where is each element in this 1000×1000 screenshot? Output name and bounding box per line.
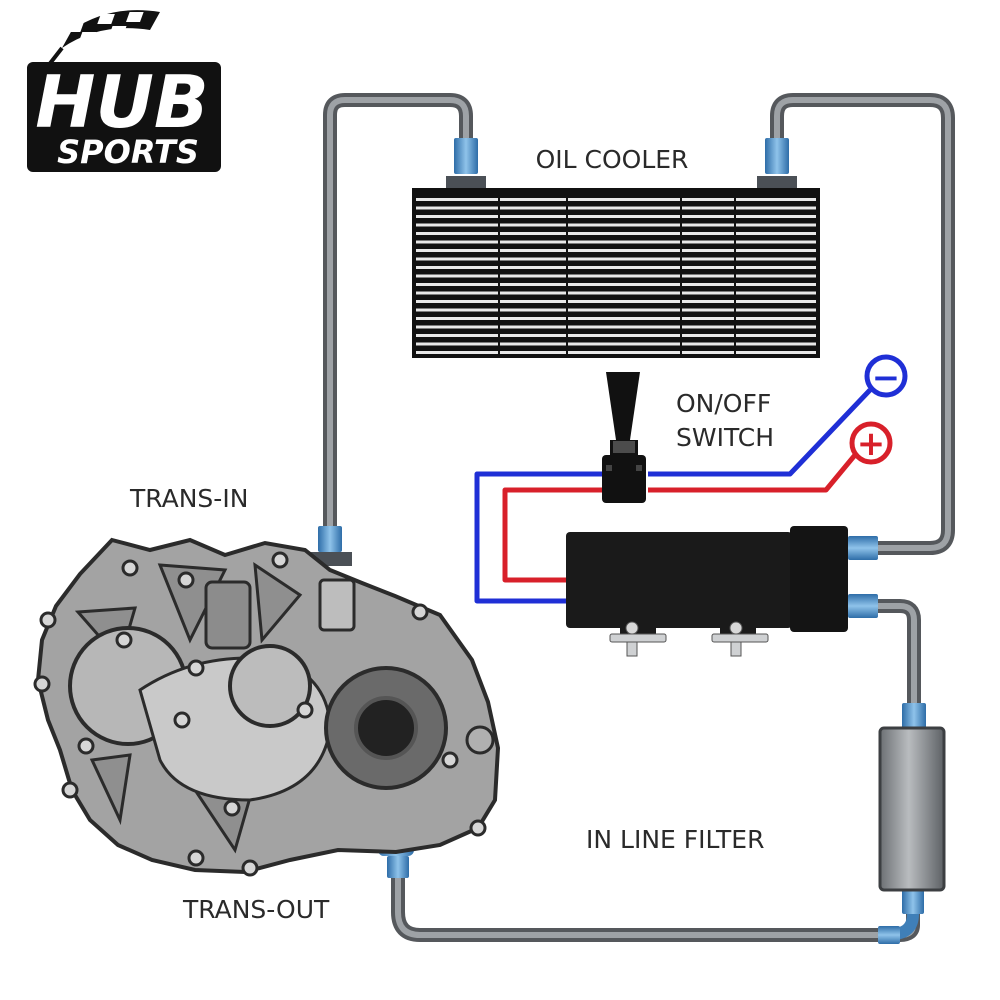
cooler-inlet-fitting [446, 138, 486, 190]
trans-in-label: TRANS-IN [129, 484, 248, 513]
cooler-fin [416, 274, 816, 278]
on-off-switch [602, 372, 646, 503]
filter-bottom-fitting [878, 888, 924, 944]
cooler-fin [416, 266, 816, 269]
cooler-fin [416, 317, 816, 320]
cooler-fin [416, 215, 816, 218]
block-upper-fitting [848, 536, 878, 560]
cooler-fin [416, 342, 816, 346]
cooler-fin [416, 351, 816, 354]
transmission-housing [33, 537, 501, 877]
cooler-outlet-fitting [757, 138, 797, 190]
negative-wire [474, 388, 872, 604]
cooler-fin [416, 334, 816, 337]
positive-wire [502, 453, 857, 583]
logo-background [27, 62, 221, 172]
cooler-fin [416, 291, 816, 295]
wiring [474, 388, 872, 604]
cooler-fin [416, 232, 816, 235]
switch-label-line2: SWITCH [676, 423, 774, 452]
trans-out-label: TRANS-OUT [182, 895, 330, 924]
oil-cooler [412, 188, 820, 358]
cooler-fin [416, 240, 816, 244]
in-line-filter-label: IN LINE FILTER [586, 825, 764, 854]
cooler-fin [416, 283, 816, 286]
positive-terminal: + [849, 421, 893, 465]
cooler-fin [416, 300, 816, 303]
cooler-fin [416, 198, 816, 201]
cooler-fins [416, 198, 816, 354]
checkered-flag-icon [46, 10, 160, 68]
logo-sports-text: SPORTS [57, 133, 199, 171]
cooler-fin [416, 249, 816, 252]
negative-terminal: − [864, 354, 908, 398]
cooler-fin [416, 308, 816, 312]
cooler-fin [416, 325, 816, 329]
block-lower-fitting [848, 594, 878, 618]
cooler-fin [416, 206, 816, 210]
hub-sports-logo: HUB SPORTS [27, 10, 221, 172]
cooler-fin [416, 257, 816, 261]
in-line-filter [878, 726, 946, 892]
logo-hub-text: HUB [35, 60, 209, 144]
oil-cooler-label: OIL COOLER [536, 145, 689, 174]
minus-icon: − [872, 358, 901, 398]
cooler-fin [416, 223, 816, 227]
filter-top-fitting [902, 703, 926, 729]
electric-pump-block [566, 526, 848, 657]
plus-icon: + [857, 424, 886, 464]
switch-label-line1: ON/OFF [676, 389, 771, 418]
